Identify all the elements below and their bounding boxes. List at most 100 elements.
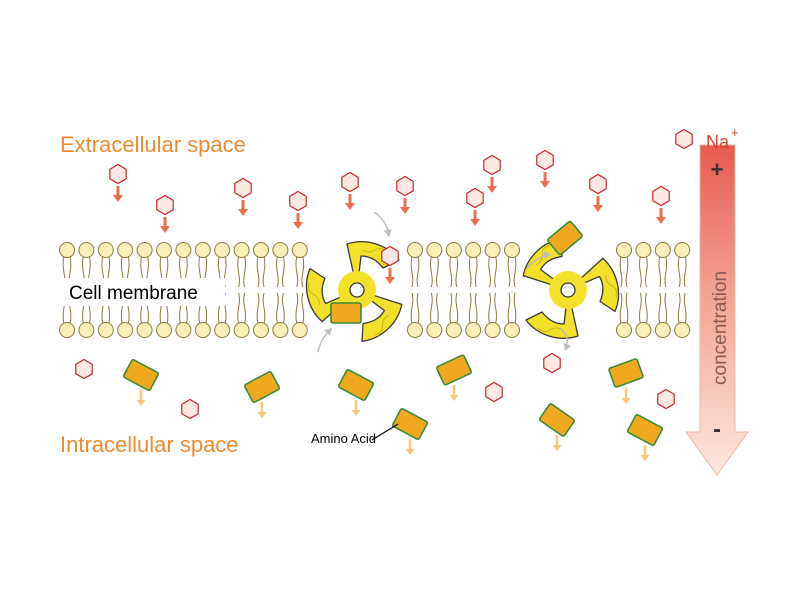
sodium-ion-hexagon-icon (290, 192, 306, 230)
gradient-low-sign: - (713, 416, 721, 443)
movement-arrow (318, 325, 335, 352)
lipid-head (292, 323, 307, 338)
lipid-head (98, 323, 113, 338)
gradient-high-sign: + (711, 157, 724, 182)
lipid-head (98, 243, 113, 258)
amino-acid-rectangle-icon (123, 359, 159, 406)
lipid-head (118, 323, 133, 338)
lipid-head (60, 323, 75, 338)
sodium-ion-hexagon-icon (653, 187, 669, 225)
concentration-gradient-arrow: + - concentration (686, 145, 748, 475)
lipid-pair (485, 243, 500, 338)
lipid-pair (446, 243, 461, 338)
sodium-legend-label: Na (706, 132, 730, 152)
lipid-head (408, 323, 423, 338)
extracellular-label: Extracellular space (60, 132, 246, 157)
lipid-head (466, 323, 481, 338)
lipid-pair (254, 243, 269, 338)
sodium-ion-hexagon-icon (590, 175, 606, 213)
lipid-pair (655, 243, 670, 338)
sodium-ion-hexagon-icon (658, 390, 674, 409)
lipid-head (655, 323, 670, 338)
lipid-head (505, 323, 520, 338)
lipid-pair (292, 243, 307, 338)
transporter-right (521, 229, 631, 338)
lipid-head (617, 323, 632, 338)
lipid-head (176, 323, 191, 338)
membrane-label: Cell membrane (69, 283, 198, 304)
lipid-head (60, 243, 75, 258)
sodium-legend-charge: + (731, 125, 739, 140)
movement-arrow (374, 212, 393, 238)
amino-acid-rectangle-icon (392, 408, 428, 455)
lipid-head (195, 323, 210, 338)
sodium-ion-hexagon-icon (342, 173, 358, 211)
lipid-pair (427, 243, 442, 338)
sodium-ion-hexagon-icon (157, 196, 173, 234)
sodium-ion-hexagon-icon (484, 156, 500, 194)
sodium-ion-hexagon-icon (76, 360, 92, 379)
sodium-ion-hexagon-icon (537, 151, 553, 189)
lipid-head (215, 243, 230, 258)
lipid-head (485, 243, 500, 258)
amino-acid-rectangle-icon (331, 303, 361, 323)
intracellular-label: Intracellular space (60, 432, 239, 457)
lipid-head (466, 243, 481, 258)
lipid-head (195, 243, 210, 258)
transporter-proteins (294, 229, 631, 350)
sodium-ion-hexagon-icon (467, 189, 483, 227)
lipid-pair (234, 243, 249, 338)
lipid-head (79, 323, 94, 338)
lipid-head (273, 243, 288, 258)
amino-acid-label: Amino Acid (311, 431, 376, 446)
amino-acid-rectangle-icon (338, 369, 374, 416)
lipid-head (427, 323, 442, 338)
amino-acid-rectangle-icon (539, 403, 575, 451)
lipid-head (137, 243, 152, 258)
lipid-pair (466, 243, 481, 338)
amino-acid-rectangle-icon (608, 358, 643, 404)
sodium-ion-hexagon-icon (110, 165, 126, 203)
lipid-head (234, 243, 249, 258)
lipid-pair (636, 243, 651, 338)
amino-acid-rectangle-icon (436, 355, 472, 401)
amino-acid-rectangle-icon (244, 371, 280, 418)
lipid-head (675, 323, 690, 338)
lipid-head (675, 243, 690, 258)
lipid-pair (505, 243, 520, 338)
lipid-head (655, 243, 670, 258)
sodium-ion-hexagon-icon (486, 383, 502, 402)
gradient-label: concentration (710, 271, 731, 385)
lipid-head (118, 243, 133, 258)
sodium-ion-hexagon-icon (544, 354, 560, 373)
lipid-pair (408, 243, 423, 338)
lipid-head (292, 243, 307, 258)
lipid-head (273, 323, 288, 338)
sodium-ion-hexagon-icon (397, 177, 413, 215)
lipid-head (254, 323, 269, 338)
amino-acid-rectangle-icon (627, 414, 663, 461)
protein-pore (350, 283, 364, 297)
lipid-head (485, 323, 500, 338)
lipid-head (79, 243, 94, 258)
protein-pore (561, 283, 575, 297)
lipid-head (215, 323, 230, 338)
lipid-head (617, 243, 632, 258)
lipid-head (157, 243, 172, 258)
sodium-ion-hexagon-icon (182, 400, 198, 419)
lipid-head (137, 323, 152, 338)
lipid-head (636, 243, 651, 258)
lipid-head (505, 243, 520, 258)
lipid-head (636, 323, 651, 338)
lipid-head (157, 323, 172, 338)
lipid-head (427, 243, 442, 258)
lipid-pair (273, 243, 288, 338)
lipid-pair (675, 243, 690, 338)
sodium-ion-hexagon-icon (235, 179, 251, 217)
lipid-head (176, 243, 191, 258)
lipid-head (446, 323, 461, 338)
sodium-ion-hexagon-icon (676, 130, 692, 149)
lipid-head (254, 243, 269, 258)
lipid-head (234, 323, 249, 338)
